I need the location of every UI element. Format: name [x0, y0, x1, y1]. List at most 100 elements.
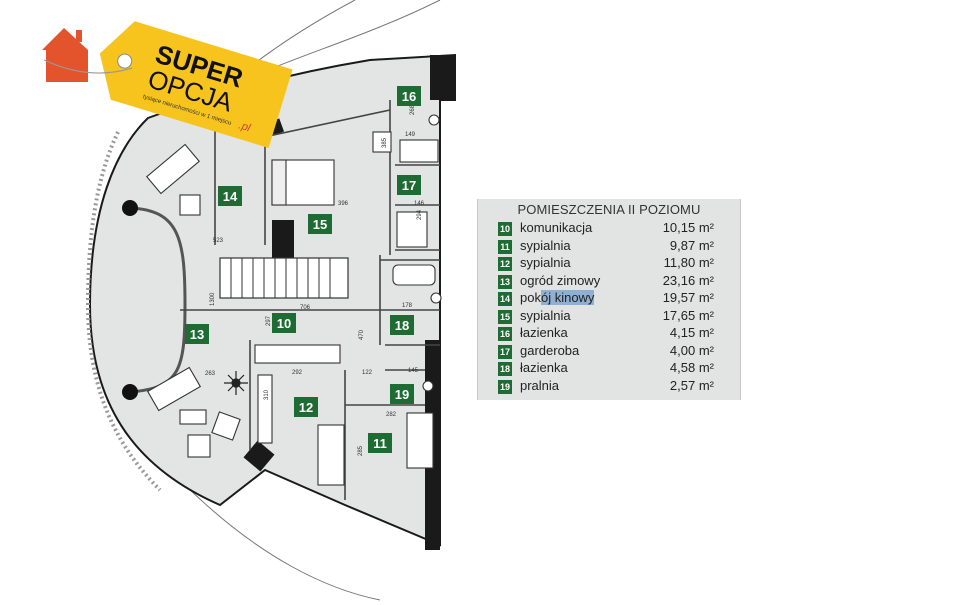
room-number: 12: [498, 257, 512, 271]
sofa: [146, 366, 202, 412]
room-area: 19,57 m²: [662, 290, 714, 305]
room-name: sypialnia: [520, 255, 571, 270]
shower: [396, 211, 428, 248]
room-name: pokój kinowy: [520, 290, 595, 305]
room-badge-17: 17: [397, 175, 421, 195]
armchair: [211, 411, 241, 441]
legend-row: 12 sypialnia 11,80 m²: [498, 255, 714, 273]
room-badges: 10 11 12 13 14 15 16 17 18 19: [185, 86, 421, 453]
svg-text:10: 10: [277, 316, 291, 331]
room-area: 2,57 m²: [669, 377, 714, 393]
room-name: garderoba: [520, 342, 580, 358]
bathtub: [392, 264, 436, 286]
legend-row: 10 komunikacja 10,15 m²: [498, 220, 714, 238]
room-area: 4,00 m²: [669, 342, 714, 358]
winter-garden-glass: [85, 131, 162, 492]
room-legend: POMIESZCZENIA II POZIOMU 10 komunikacja …: [477, 199, 741, 400]
svg-text:385: 385: [382, 137, 388, 148]
svg-text:18: 18: [395, 318, 409, 333]
walls: [243, 55, 455, 550]
room-name: łazienka: [520, 325, 568, 340]
room-number: 14: [498, 292, 512, 306]
svg-text:396: 396: [338, 201, 349, 207]
desk: [254, 344, 341, 364]
table: [179, 409, 207, 425]
room-name: sypialnia: [520, 237, 571, 253]
legend-row: 13 ogród zimowy 23,16 m²: [498, 273, 714, 291]
room-area: 17,65 m²: [662, 307, 714, 323]
room-area: 23,16 m²: [662, 272, 714, 288]
legend-row: 11 sypialnia 9,87 m²: [498, 238, 714, 256]
room-name: komunikacja: [520, 220, 593, 235]
room-badge-12: 12: [294, 397, 318, 417]
svg-text:12: 12: [299, 400, 313, 415]
svg-text:13: 13: [190, 327, 204, 342]
svg-text:706: 706: [300, 305, 311, 311]
bed: [406, 412, 434, 469]
svg-text:145: 145: [408, 368, 419, 374]
svg-text:268: 268: [410, 104, 416, 115]
svg-text:470: 470: [359, 329, 365, 340]
legend-row: 19 pralnia 2,57 m²: [498, 378, 714, 396]
svg-text:.pl: .pl: [237, 120, 252, 135]
room-area: 4,58 m²: [669, 360, 714, 375]
svg-text:294: 294: [417, 209, 423, 220]
svg-text:14: 14: [223, 189, 238, 204]
room-number: 17: [498, 344, 512, 359]
svg-text:16: 16: [402, 89, 416, 104]
room-number: 13: [498, 274, 512, 289]
compass-icon: [224, 371, 248, 395]
svg-text:263: 263: [205, 371, 216, 377]
room-badge-18: 18: [390, 315, 414, 335]
room-badge-11: 11: [368, 433, 392, 453]
sofa: [146, 143, 200, 195]
room-badge-19: 19: [390, 384, 414, 404]
svg-text:292: 292: [292, 370, 303, 376]
room-number: 15: [498, 309, 512, 324]
svg-text:15: 15: [313, 217, 327, 232]
armchair: [179, 194, 201, 216]
toilet: [422, 380, 434, 392]
svg-text:523: 523: [213, 238, 224, 244]
svg-text:297: 297: [266, 315, 272, 326]
room-badge-13: 13: [185, 324, 209, 344]
room-badge-14: 14: [218, 186, 242, 206]
legend-row: 17 garderoba 4,00 m²: [498, 343, 714, 361]
room-name-part: pok: [520, 290, 541, 305]
room-area: 9,87 m²: [669, 237, 714, 253]
selected-text: ój kinowy: [540, 290, 595, 305]
room-area: 11,80 m²: [663, 255, 714, 270]
svg-text:285: 285: [358, 445, 364, 456]
svg-text:282: 282: [386, 412, 397, 418]
cabinet: [399, 139, 439, 163]
svg-text:11: 11: [373, 436, 387, 451]
room-number: 16: [498, 327, 512, 341]
toilet: [428, 114, 440, 126]
svg-text:17: 17: [402, 178, 416, 193]
toilet: [430, 292, 442, 304]
armchair: [372, 131, 392, 153]
column: [122, 200, 138, 216]
column: [122, 384, 138, 400]
room-badge-16: 16: [397, 86, 421, 106]
room-name: sypialnia: [520, 307, 571, 323]
room-number: 19: [498, 379, 512, 394]
room-name: łazienka: [520, 360, 568, 375]
partitions: [180, 100, 440, 500]
room-badge-10: 10: [272, 313, 296, 333]
room-number: 10: [498, 222, 512, 236]
legend-row: 15 sypialnia 17,65 m²: [498, 308, 714, 326]
logo-tag: [99, 21, 293, 148]
armchair: [187, 434, 211, 458]
room-number: 11: [498, 239, 512, 254]
legend-row: 18 łazienka 4,58 m²: [498, 360, 714, 378]
svg-text:1300: 1300: [210, 292, 216, 306]
svg-text:178: 178: [402, 303, 413, 309]
svg-text:122: 122: [362, 370, 373, 376]
room-number: 18: [498, 362, 512, 376]
room-name: pralnia: [520, 377, 560, 393]
stairs: [219, 257, 349, 299]
room-name: ogród zimowy: [520, 272, 601, 288]
svg-text:149: 149: [405, 132, 416, 138]
